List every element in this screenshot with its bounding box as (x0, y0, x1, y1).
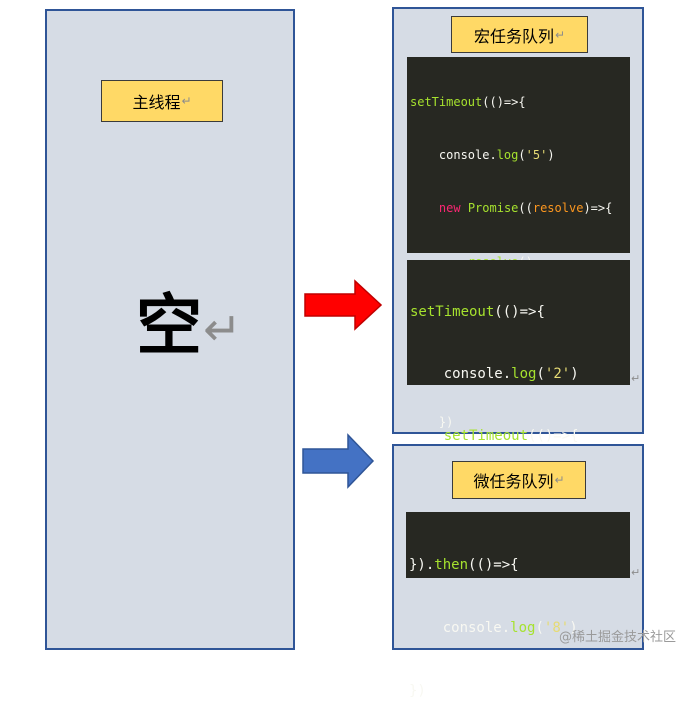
macro-queue-label: 宏任务队列↵ (451, 16, 588, 53)
watermark: @稀土掘金技术社区 (558, 630, 676, 645)
return-mark: ↵ (554, 473, 565, 487)
return-mark: ↵ (554, 27, 566, 42)
return-mark: ↵ (181, 94, 192, 108)
code-line: new Promise((resolve)=>{ (438, 201, 613, 216)
red-arrow (304, 279, 383, 331)
blue-arrow (302, 433, 375, 489)
micro-code-block: }).then(()=>{ console.log('8') }) (406, 512, 630, 699)
red-arrow-shape (304, 279, 383, 331)
code-line: }).then(()=>{ (409, 557, 519, 573)
empty-text: 空 (136, 287, 202, 364)
code-line: setTimeout(()=>{ (410, 304, 545, 321)
main-thread-label: 主线程↵ (101, 80, 223, 122)
code-line: console.log('5') (410, 147, 555, 162)
blue-arrow-shape (302, 433, 375, 489)
macro-queue-label-text: 宏任务队列 (473, 26, 554, 46)
return-mark-large: ↵ (203, 302, 242, 356)
main-thread-label-text: 主线程 (132, 93, 181, 112)
code-line: }) (409, 683, 426, 699)
micro-queue-label-text: 微任务队列 (473, 472, 554, 491)
code-line: console.log('2') (410, 365, 579, 382)
macro-code-block-1: setTimeout(()=>{ console.log('5') new Pr… (407, 57, 630, 643)
return-mark: ↵ (631, 566, 641, 579)
return-mark: ↵ (631, 372, 641, 385)
micro-queue-label: 微任务队列↵ (452, 461, 586, 499)
code-line: setTimeout(()=>{ (410, 94, 526, 109)
code-line: }) (410, 414, 454, 429)
code-line: setTimeout(()=>{ (443, 427, 579, 444)
macro-code-block-2: setTimeout(()=>{ console.log('2') setTim… (407, 260, 630, 629)
code-line: console.log('8') (409, 620, 578, 636)
